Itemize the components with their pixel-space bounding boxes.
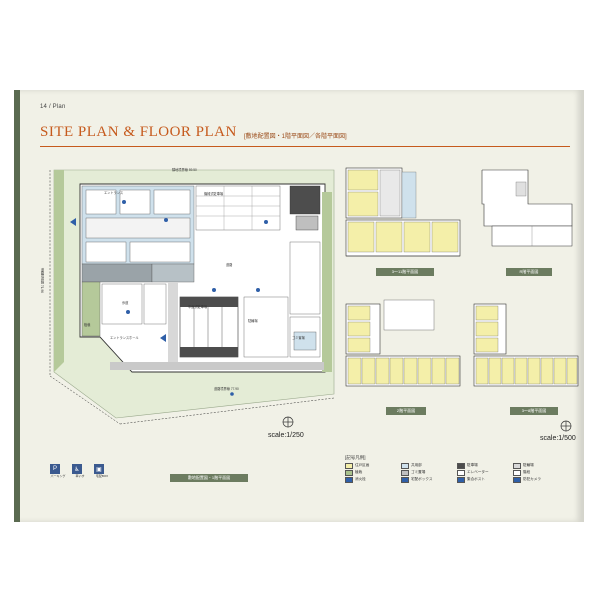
floor-plan-3-8 xyxy=(473,303,579,387)
delivery-box-icon-caption: 宅配BOX xyxy=(95,474,109,478)
facility-icons: P パーキング ♿ 車いす ▣ 宅配BOX xyxy=(50,464,110,478)
legend-item: 防犯カメラ xyxy=(513,476,569,483)
parking-icon-caption: パーキング xyxy=(50,474,66,478)
site-label-road-bottom: 道路境界線 77.90 xyxy=(214,387,239,391)
compass-icon xyxy=(282,416,294,428)
parking-icon: P xyxy=(50,464,60,474)
delivery-box-icon: ▣ xyxy=(94,464,104,474)
site-label-garbage: ゴミ置場 xyxy=(292,336,305,340)
legend-item: 駐車場 xyxy=(457,462,513,469)
compass-icon-floor xyxy=(560,420,572,432)
site-plan xyxy=(49,169,335,425)
site-plan-label: 敷地配置図・1階平面図 xyxy=(170,474,248,482)
legend-item: 消火栓 xyxy=(345,476,401,483)
site-label-parking-area: 平面式駐車場 xyxy=(188,305,208,309)
page-subtitle: [敷地配置図・1階平面図／各階平面図] xyxy=(244,134,347,140)
floor-plan-label-1: 3〜11階平面図 xyxy=(376,268,434,276)
legend-item: エレベーター xyxy=(457,469,513,476)
wheelchair-icon: ♿ xyxy=(72,464,82,474)
legend-item: 住戸区画 xyxy=(345,462,401,469)
site-label-entrance: エントランス xyxy=(104,191,124,195)
site-label-road-top: 隣地境界線 59.50 xyxy=(172,168,197,172)
floor-plan-roof xyxy=(481,169,573,247)
floor-plan-label-3: 2階平面図 xyxy=(386,407,426,415)
page-spine xyxy=(14,90,20,522)
site-label-garden: 植栽 xyxy=(84,323,91,327)
title-rule xyxy=(40,146,570,147)
legend-item: 共用部 xyxy=(401,462,457,469)
wheelchair-icon-caption: 車いす xyxy=(75,474,85,478)
legend-item: ゴミ置場 xyxy=(401,469,457,476)
legend-item: 階段 xyxy=(513,469,569,476)
legend-item: 植栽 xyxy=(345,469,401,476)
site-label-lobby: エントランスホール xyxy=(110,336,139,340)
page-title: SITE PLAN & FLOOR PLAN xyxy=(40,124,237,140)
site-label-parking: 機械式駐車場 xyxy=(204,192,224,196)
floor-plan-label-2: R階平面図 xyxy=(506,268,552,276)
legend: [記号凡例] 住戸区画 共用部 駐車場 駐輪場 植栽 ゴミ置場 エレベーター 階… xyxy=(345,455,570,489)
legend-item: 宅配ボックス xyxy=(401,476,457,483)
legend-items: 住戸区画 共用部 駐車場 駐輪場 植栽 ゴミ置場 エレベーター 階段 消火栓 宅… xyxy=(345,462,570,483)
site-label-bicycle: 駐輪場 xyxy=(248,319,258,323)
site-label-road-left: 道路境界線 71.96 xyxy=(40,268,44,293)
floor-plan-3-11 xyxy=(345,167,461,257)
legend-item: 駐輪場 xyxy=(513,462,569,469)
site-label-sidewalk: 歩道 xyxy=(122,301,129,305)
site-label-road: 道路 xyxy=(226,263,233,267)
legend-title: [記号凡例] xyxy=(345,455,366,460)
floor-scale: scale:1/500 xyxy=(540,435,576,442)
site-scale: scale:1/250 xyxy=(268,432,304,439)
floor-plan-label-4: 3〜8階平面図 xyxy=(510,407,558,415)
page-number: 14 / Plan xyxy=(40,104,66,110)
legend-item: 集合ポスト xyxy=(457,476,513,483)
floor-plan-2f xyxy=(345,299,461,387)
